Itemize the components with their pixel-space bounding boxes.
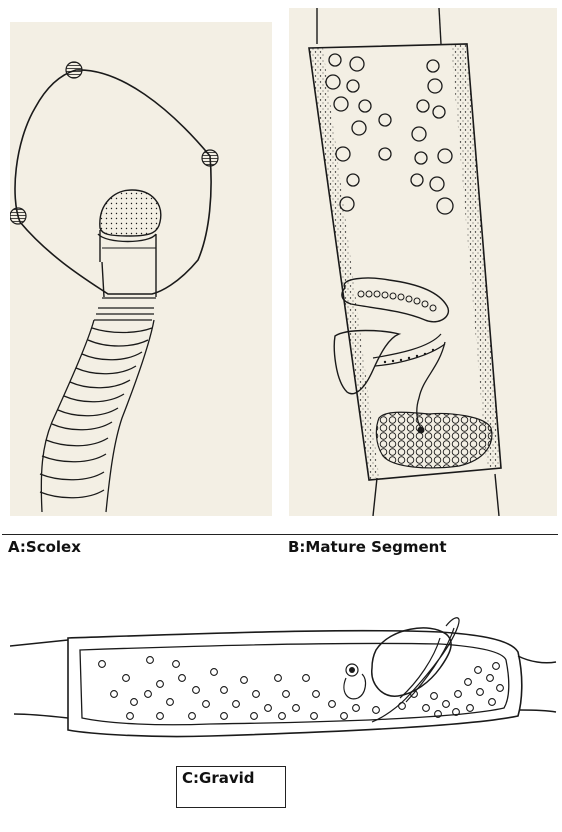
sucker-right [202, 150, 218, 166]
gravid-outline [68, 631, 522, 737]
gravid-segment-svg [10, 598, 558, 748]
ootype [418, 427, 425, 434]
caption-gravid: C:Gravid [176, 766, 286, 808]
gravid-segment-drawing [10, 598, 558, 748]
caption-divider [2, 534, 558, 535]
scolex-drawing [10, 22, 272, 516]
sucker-left [10, 208, 26, 224]
gravid-genital-pore [344, 664, 366, 699]
caption-scolex: A:Scolex [8, 538, 81, 556]
gravid-eggs [99, 657, 504, 720]
mature-segment-drawing [289, 8, 557, 516]
caption-mature-segment: B:Mature Segment [288, 538, 447, 556]
sucker-top [66, 62, 82, 78]
mature-segment-svg [289, 8, 557, 516]
vitelline-gland [376, 412, 491, 468]
scolex-svg [10, 22, 272, 516]
gravid-neighbor-lines [10, 640, 556, 718]
gravid-uterus [80, 643, 509, 724]
